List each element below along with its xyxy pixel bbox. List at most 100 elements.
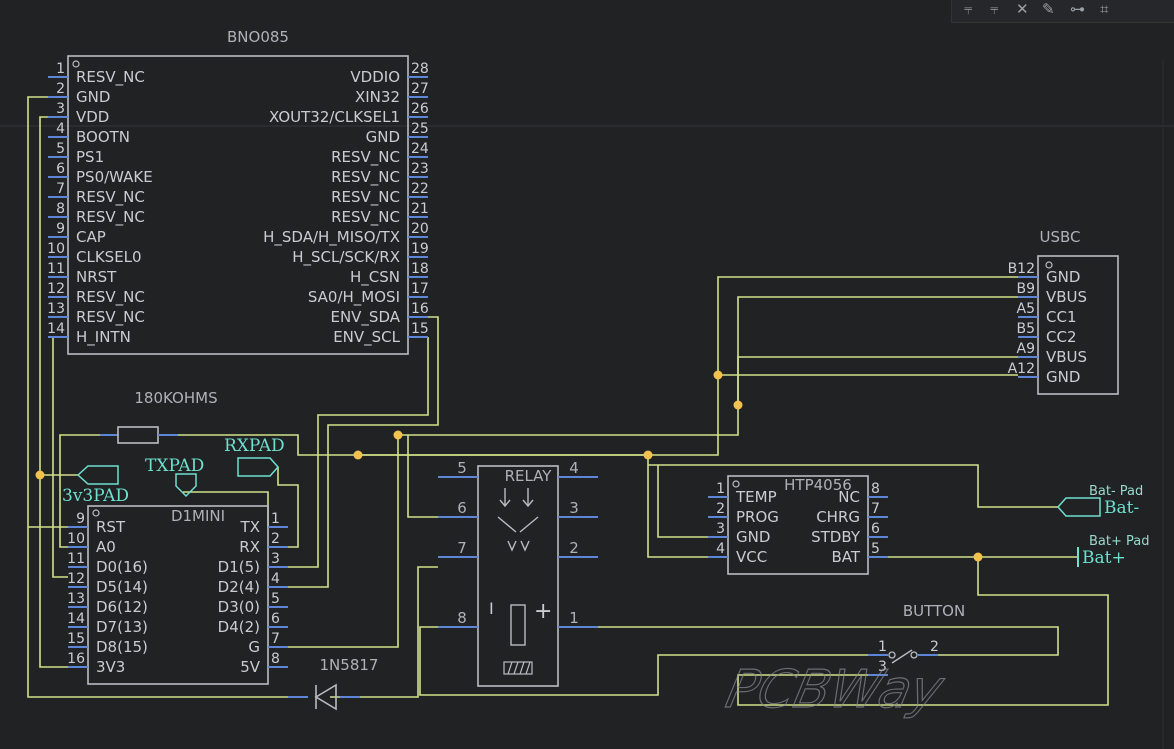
relay-pin-number: 5 [457,459,467,477]
d1mini-pin-label: D7(13) [96,618,148,636]
resistor-symbol[interactable]: 180KOHMS [100,389,218,444]
bno-pin-number: 8 [56,201,65,217]
bno-pin-label: PS0/WAKE [76,168,153,186]
bno-pin-label: RESV_NC [331,148,400,167]
htp4056-pin-label: PROG [736,508,779,526]
bno-pin-label: RESV_NC [331,188,400,207]
txpad-label: TXPAD [145,456,204,476]
bno-pin-label: VDD [76,108,109,126]
usbc-pin-label: VBUS [1046,348,1087,366]
bno-pin-number: 7 [56,181,65,197]
bno-pin-label: XOUT32/CLKSEL1 [269,108,400,126]
net-label-icon[interactable]: ⊶ [1070,0,1085,18]
bus-icon[interactable]: ⌗ [1100,0,1109,18]
bat-neg-label: Bat- [1104,498,1139,518]
d1mini-pin-label: D1(5) [218,558,260,576]
button-pin-3: 3 [878,659,887,675]
bat-neg-title: Bat- Pad [1089,484,1143,499]
relay-name: RELAY [505,467,553,485]
bat-pos-pad[interactable]: Bat+ Pad Bat+ [1077,534,1149,568]
d1mini-pin-label: D2(4) [218,578,260,596]
bno-pin-number: 24 [411,141,429,157]
bno-pin-number: 12 [47,281,65,297]
relay-plus: + [534,599,552,624]
align-top-icon[interactable]: ⫧ [964,0,973,18]
d1mini-pin-label: RST [96,518,126,536]
bno-pin-label: H_SCL/SCK/RX [292,248,400,267]
bno-pin-number: 3 [56,101,65,117]
usbc-pin-number: B12 [1008,261,1035,277]
htp4056-pin-number: 8 [871,481,880,497]
button-symbol[interactable]: BUTTON 1 2 3 [868,602,965,676]
d1mini-pin-label: 3V3 [96,658,125,676]
d1mini-pin-number: 12 [67,571,85,587]
resistor-name: 180KOHMS [134,389,217,407]
bno-pin-label: VDDIO [350,68,400,86]
bno-pin-label: CAP [76,228,106,246]
bno-pin-number: 4 [56,121,65,137]
d1mini-pin-number: 7 [271,631,280,647]
usbc-pin-label: CC2 [1046,328,1077,346]
pencil-icon[interactable]: ✎ [1042,0,1055,18]
d1mini-pin-number: 5 [271,591,280,607]
txpad[interactable]: TXPAD [145,456,204,498]
button-pin-2: 2 [930,639,939,655]
d1mini-pin-number: 4 [271,571,280,587]
bno-pin-label: ENV_SDA [330,308,400,327]
bat-neg-pad[interactable]: Bat- Pad Bat- [1056,484,1143,518]
bno-pin-number: 21 [411,201,429,217]
d1mini-pin-label: 5V [240,658,261,676]
htp4056-name: HTP4056 [784,476,852,494]
bat-pos-label: Bat+ [1082,548,1126,568]
htp4056-pin-number: 6 [871,521,880,537]
bno-pin-number: 17 [411,281,429,297]
usbc-pin-label: VBUS [1046,288,1087,306]
relay-pin-number: 1 [569,609,579,627]
diode-name: 1N5817 [320,656,379,674]
bno-pin-number: 18 [411,261,429,277]
bno-pin-number: 5 [56,141,65,157]
d1mini-pin-number: 13 [67,591,85,607]
v3pad[interactable]: 3v3PAD [62,465,129,506]
delete-wire-icon[interactable]: ✕ [1016,0,1029,18]
bno-pin-number: 28 [411,61,429,77]
d1mini-pin-number: 9 [76,511,85,527]
bno-pin-number: 15 [411,321,429,337]
d1mini-pin-number: 16 [67,651,85,667]
relay-pin-number: 4 [569,459,579,477]
bno-pin-number: 6 [56,161,65,177]
htp4056-pin-label: TEMP [735,488,777,506]
d1mini-pin-number: 8 [271,651,280,667]
bno-pin-label: H_INTN [76,328,131,347]
relay-minus: I [489,599,494,618]
rxpad[interactable]: RXPAD [224,436,285,477]
bno085-name: BNO085 [227,28,289,46]
align-middle-icon[interactable]: ⫧ [990,0,999,18]
diode-symbol[interactable]: 1N5817 [288,656,379,711]
htp4056-pin-label: CHRG [816,508,860,526]
relay-pin-number: 2 [569,539,579,557]
d1mini-pin-label: D6(12) [96,598,148,616]
bno-pin-label: SA0/H_MOSI [308,288,400,307]
bno-pin-number: 19 [411,241,429,257]
bat-pos-title: Bat+ Pad [1089,534,1149,549]
bno-pin-label: XIN32 [355,88,400,106]
bno-pin-number: 20 [411,221,429,237]
bno-pin-label: CLKSEL0 [76,248,142,266]
htp4056-pin-number: 5 [871,541,880,557]
usbc-pin-label: CC1 [1046,308,1077,326]
toolbar: ⫧ ⫧ ✕ ✎ ⊶ ⌗ [951,0,1174,23]
bno-pin-number: 26 [411,101,429,117]
bno-pin-number: 16 [411,301,429,317]
d1mini-pin-number: 6 [271,611,280,627]
usbc-pin-number: B5 [1016,321,1035,337]
bno-pin-number: 2 [56,81,65,97]
htp4056-pin-label: NC [838,488,860,506]
